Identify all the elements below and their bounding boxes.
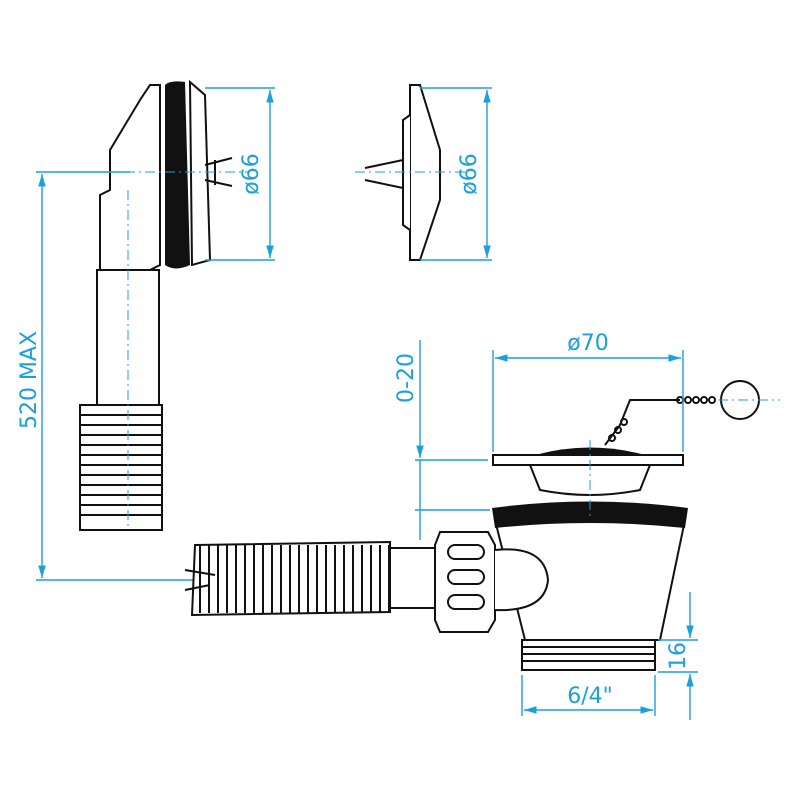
waste-body: [492, 440, 688, 671]
chain: [604, 380, 780, 446]
plug: [355, 84, 465, 261]
label-thread-size: 6/4": [567, 684, 613, 709]
label-thread-height: 16: [666, 642, 691, 670]
corrugated-hose: [184, 540, 441, 617]
label-adjust-range: 0-20: [394, 353, 419, 403]
label-overflow-diameter: ø66: [239, 153, 264, 194]
overflow-assembly: [79, 79, 250, 531]
label-waste-diameter: ø70: [567, 331, 608, 356]
label-max-length: 520 MAX: [17, 331, 42, 429]
label-plug-diameter: ø66: [457, 153, 482, 194]
overflow-corrugated-tube: [79, 404, 163, 531]
hose-nut: [434, 531, 496, 633]
waste-thread: [521, 639, 656, 671]
